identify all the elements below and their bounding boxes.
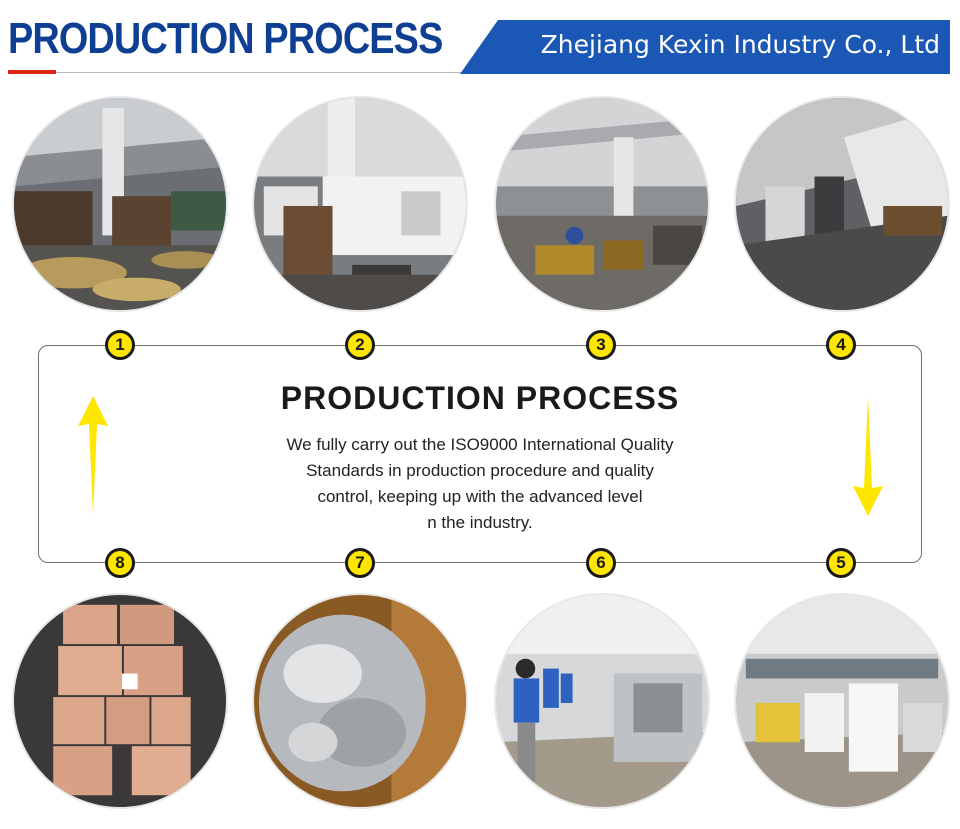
- arrow-up-icon: [78, 396, 108, 516]
- step-photo-3: [494, 96, 710, 312]
- step-photo-1: [12, 96, 228, 312]
- description-line: Standards in production procedure and qu…: [306, 461, 654, 480]
- step-badge-8: 8: [105, 548, 135, 578]
- page-title: PRODUCTION PROCESS: [8, 14, 443, 63]
- step-photo-7: [252, 593, 468, 809]
- step-badge-3: 3: [586, 330, 616, 360]
- description-line: n the industry.: [427, 513, 533, 532]
- step-photo-8: [12, 593, 228, 809]
- process-title: PRODUCTION PROCESS: [280, 380, 680, 416]
- description-line: We fully carry out the ISO9000 Internati…: [286, 435, 674, 454]
- step-badge-6: 6: [586, 548, 616, 578]
- description-line: control, keeping up with the advanced le…: [317, 487, 643, 506]
- step-badge-7: 7: [345, 548, 375, 578]
- company-name: Zhejiang Kexin Industry Co., Ltd: [540, 30, 940, 59]
- step-badge-1: 1: [105, 330, 135, 360]
- step-badge-5: 5: [826, 548, 856, 578]
- step-photo-2: [252, 96, 468, 312]
- process-panel: [38, 345, 922, 563]
- step-badge-2: 2: [345, 330, 375, 360]
- step-badge-4: 4: [826, 330, 856, 360]
- title-divider: [56, 72, 476, 73]
- step-photo-5: [734, 593, 950, 809]
- step-photo-4: [734, 96, 950, 312]
- process-description: We fully carry out the ISO9000 Internati…: [180, 432, 780, 536]
- step-photo-6: [494, 593, 710, 809]
- title-accent-bar: [8, 70, 56, 74]
- company-banner: [460, 20, 950, 74]
- header: PRODUCTION PROCESS Zhejiang Kexin Indust…: [0, 0, 960, 80]
- arrow-down-icon: [853, 396, 883, 516]
